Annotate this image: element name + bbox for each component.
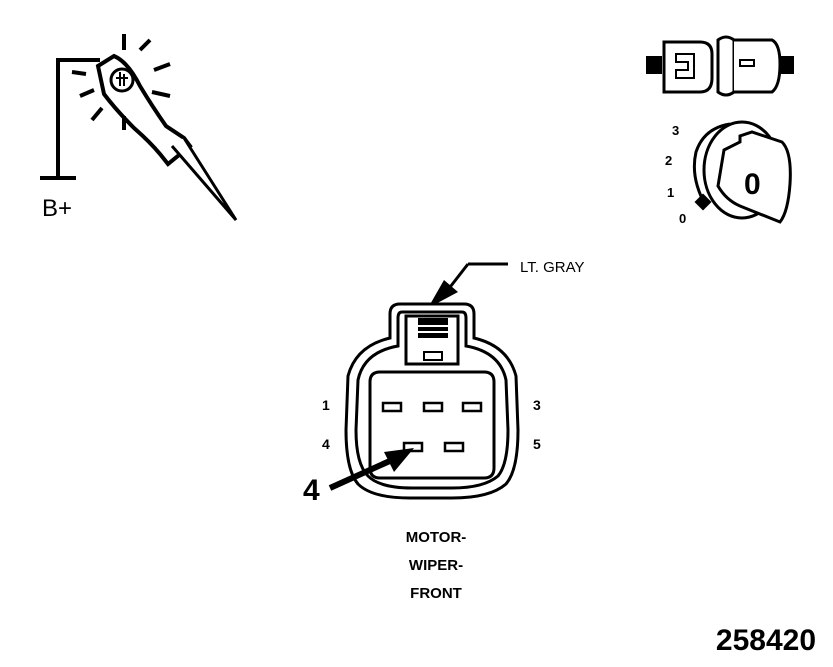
connector-face: [344, 302, 520, 500]
key-position: 0: [744, 168, 761, 201]
ignition-position-2: 2: [665, 153, 672, 168]
connector-name-line-2: WIPER-: [409, 557, 463, 574]
connector-name-line-3: FRONT: [410, 585, 462, 602]
test-lamp-probe: B+: [40, 34, 238, 222]
pin-label-4: 4: [322, 436, 330, 452]
pin-callout-arrow-icon: [328, 448, 414, 491]
probe-tip: [170, 137, 238, 221]
pin-label-1: 1: [322, 397, 330, 413]
terminal-cavity-4: [402, 441, 424, 453]
wire-color-arrow-icon: [428, 280, 458, 308]
terminal-cavity-2: [422, 401, 444, 413]
lamp-bulb-icon: [109, 67, 135, 93]
ignition-switch-icon: 0 3 2 1 0: [665, 120, 792, 226]
wire-color-callout: LT. GRAY: [428, 259, 584, 308]
terminal-cavity-1: [381, 401, 403, 413]
supply-label: B+: [42, 195, 72, 222]
terminal-cavity-3: [461, 401, 483, 413]
figure-number: 258420: [716, 624, 816, 657]
wire-color-label: LT. GRAY: [520, 259, 584, 276]
key-icon: [716, 130, 792, 224]
pin-label-5: 5: [533, 436, 541, 452]
terminal-cavity-5: [443, 441, 465, 453]
connector-name-line-1: MOTOR-: [406, 529, 467, 546]
test-lamp-wire: [56, 58, 100, 178]
ignition-position-3: 3: [672, 123, 679, 138]
pin-callout-number: 4: [303, 474, 320, 507]
ignition-position-0: 0: [679, 211, 686, 226]
lamp-glow-icon: [71, 34, 171, 130]
pin-label-3: 3: [533, 397, 541, 413]
ignition-position-1: 1: [667, 185, 674, 200]
disconnected-connector-icon: [646, 35, 794, 97]
